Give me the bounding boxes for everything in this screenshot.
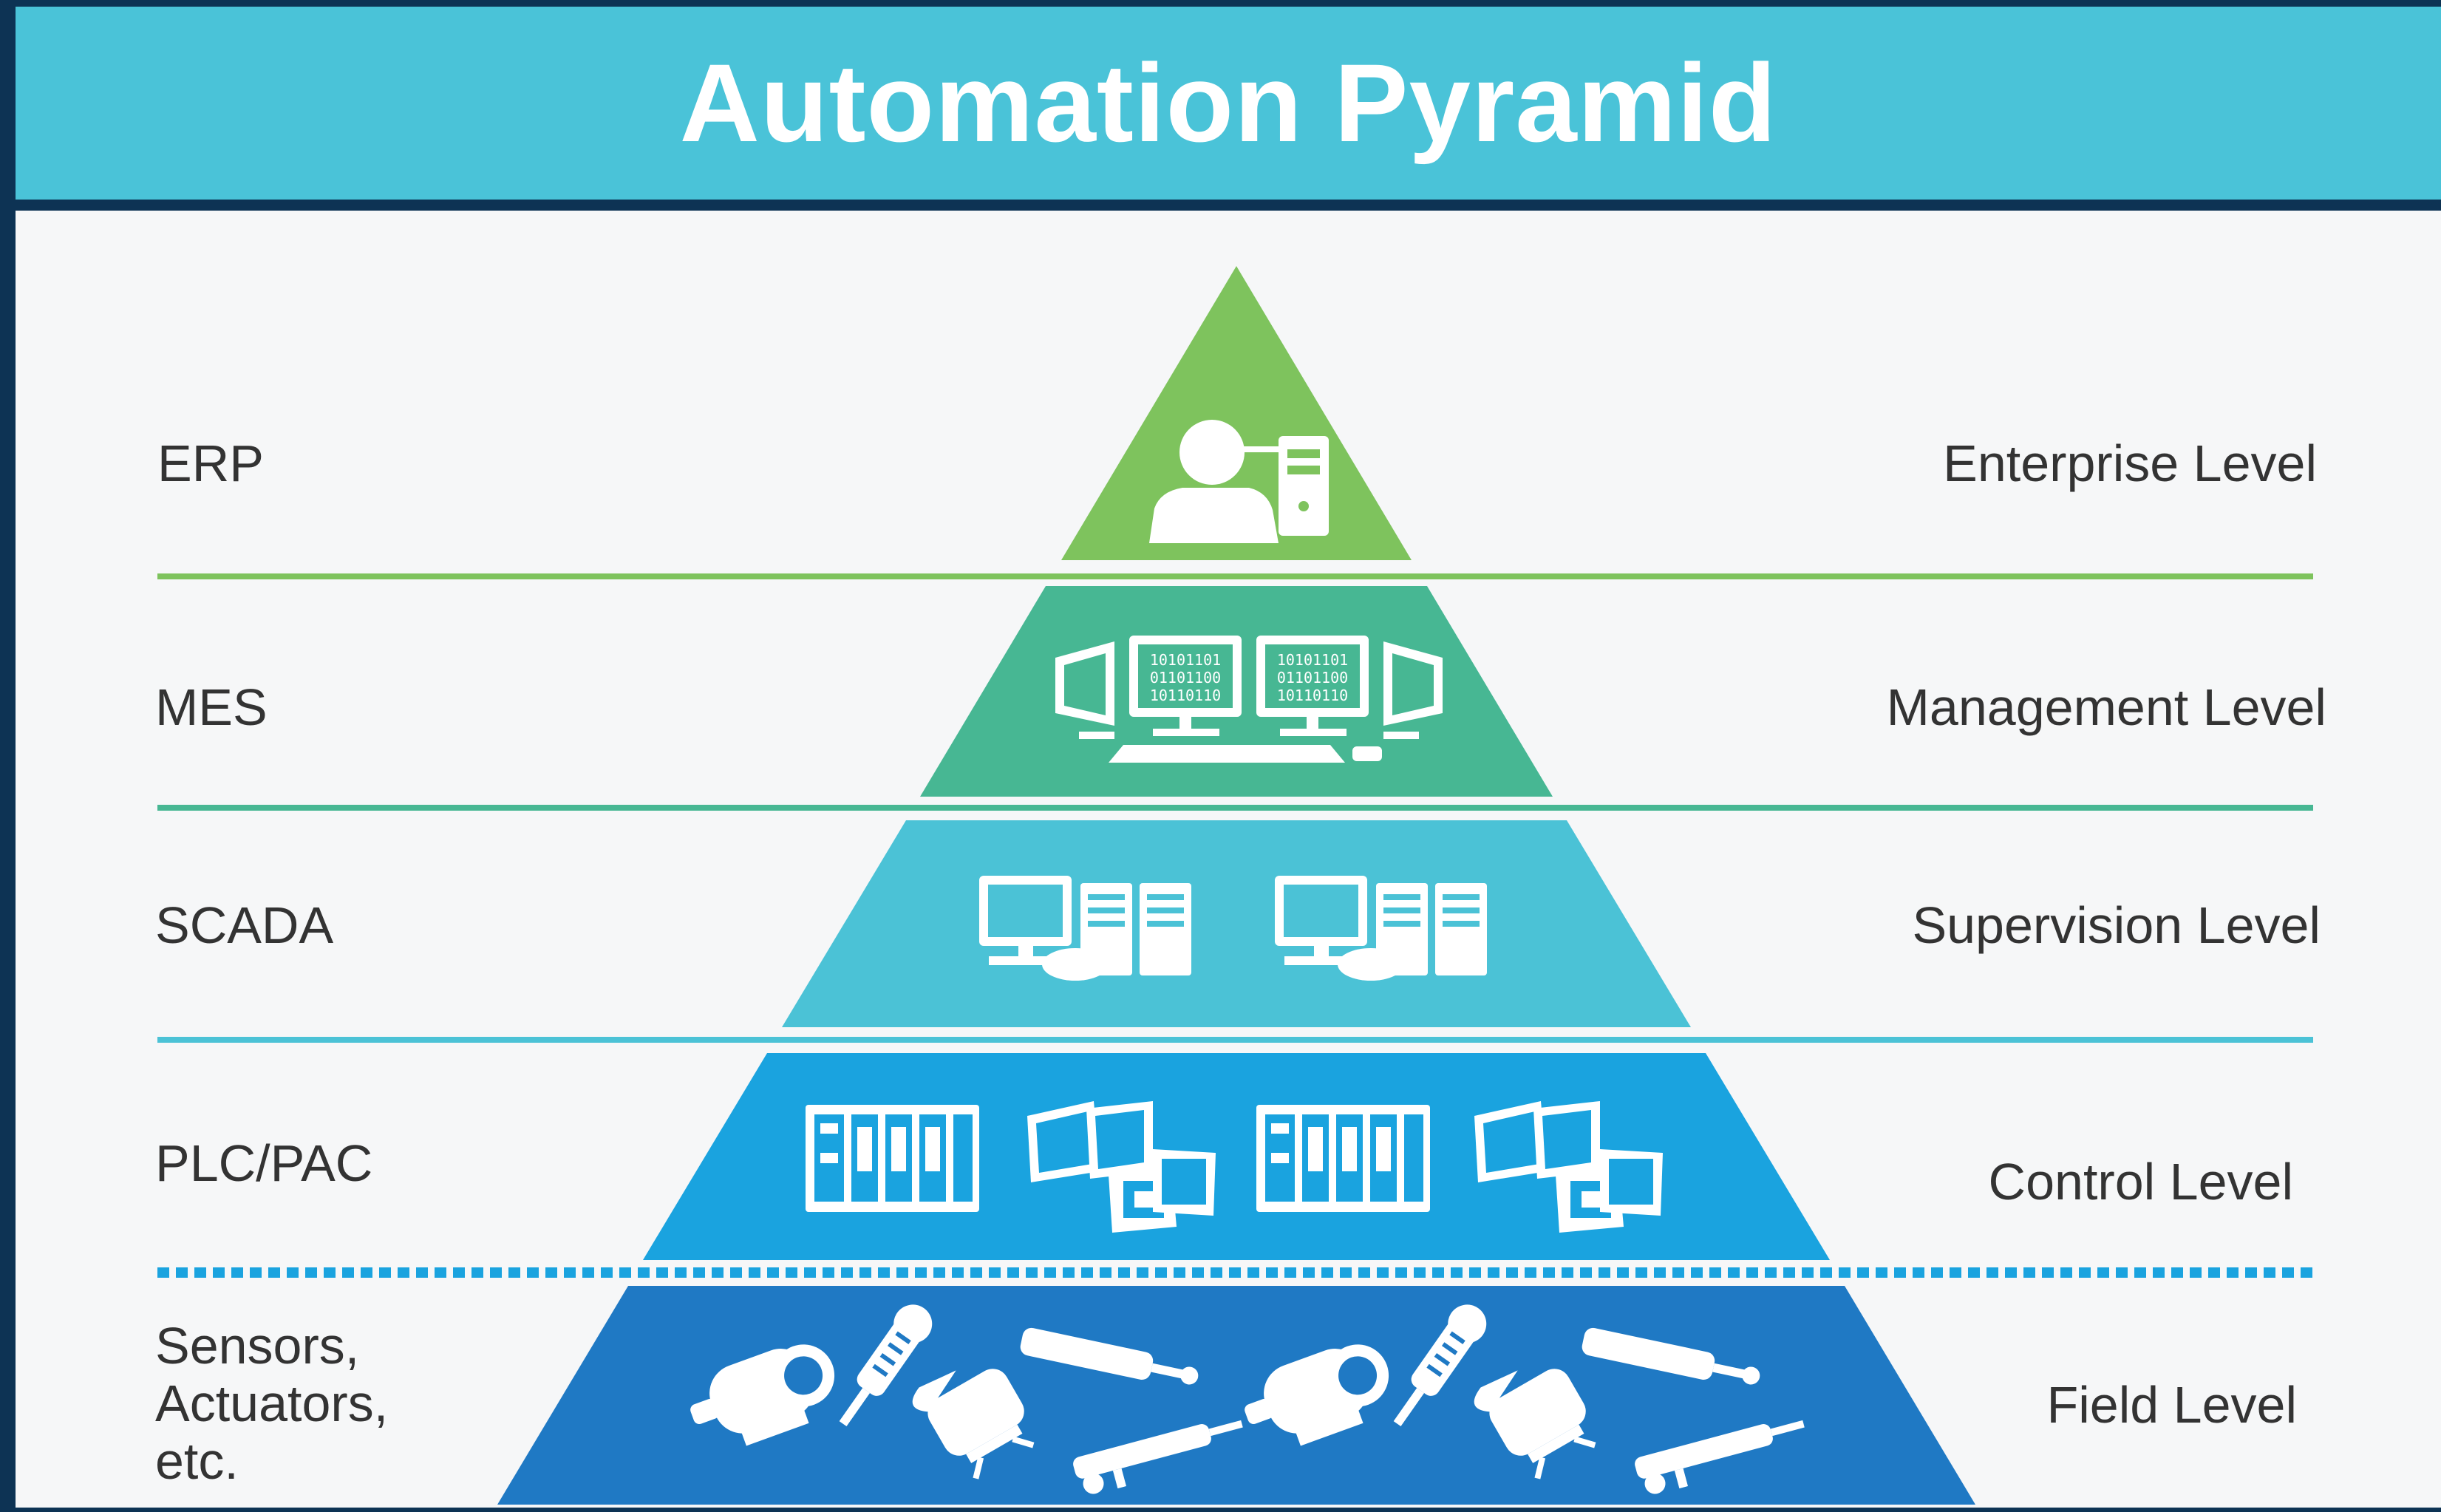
binary-text: 10110110: [1150, 687, 1221, 704]
server-station-icon: [1275, 876, 1487, 981]
motor-icon: [690, 1344, 835, 1446]
system-label-field-devices: Sensors, Actuators, etc.: [155, 1317, 389, 1490]
system-label-mes: MES: [155, 678, 268, 736]
hmi-panel-icon: [1474, 1101, 1663, 1233]
valve-actuator-icon: [839, 1304, 933, 1427]
motor-icon: [1245, 1344, 1389, 1446]
page-title: Automation Pyramid: [679, 41, 1777, 165]
valve-actuator-icon: [1393, 1304, 1487, 1427]
cylinder-icon: [1020, 1327, 1243, 1494]
tier-supervision: [782, 820, 1691, 1027]
monitor-icon: [1055, 641, 1114, 739]
server-station-icon: [979, 876, 1191, 981]
hmi-panel-icon: [1027, 1101, 1216, 1233]
system-label-scada: SCADA: [155, 896, 334, 954]
plc-rack-icon: [806, 1105, 979, 1212]
cylinder-icon: [1582, 1327, 1805, 1494]
binary-text: 10101101: [1150, 651, 1221, 669]
binary-text: 01101100: [1277, 669, 1348, 687]
level-label-control: Control Level: [1988, 1153, 2293, 1210]
binary-display-icon: 10101101 01101100 10110110: [1256, 636, 1369, 736]
level-label-supervision: Supervision Level: [1912, 896, 2321, 954]
binary-display-icon: 10101101 01101100 10110110: [1129, 636, 1242, 736]
binary-text: 10110110: [1277, 687, 1348, 704]
level-label-management: Management Level: [1886, 678, 2326, 736]
plc-rack-icon: [1256, 1105, 1430, 1212]
keyboard-icon: [1109, 745, 1382, 763]
system-label-plc-pac: PLC/PAC: [155, 1134, 373, 1192]
level-label-enterprise: Enterprise Level: [1943, 435, 2317, 492]
pump-icon: [912, 1369, 1035, 1479]
binary-text: 01101100: [1150, 669, 1221, 687]
level-label-field: Field Level: [2046, 1376, 2297, 1434]
monitor-icon: [1383, 641, 1443, 739]
system-label-erp: ERP: [157, 435, 264, 492]
operator-workstation-icon: [1149, 420, 1329, 543]
pump-icon: [1474, 1369, 1596, 1479]
binary-text: 10101101: [1277, 651, 1348, 669]
title-banner: Automation Pyramid: [16, 7, 2441, 200]
